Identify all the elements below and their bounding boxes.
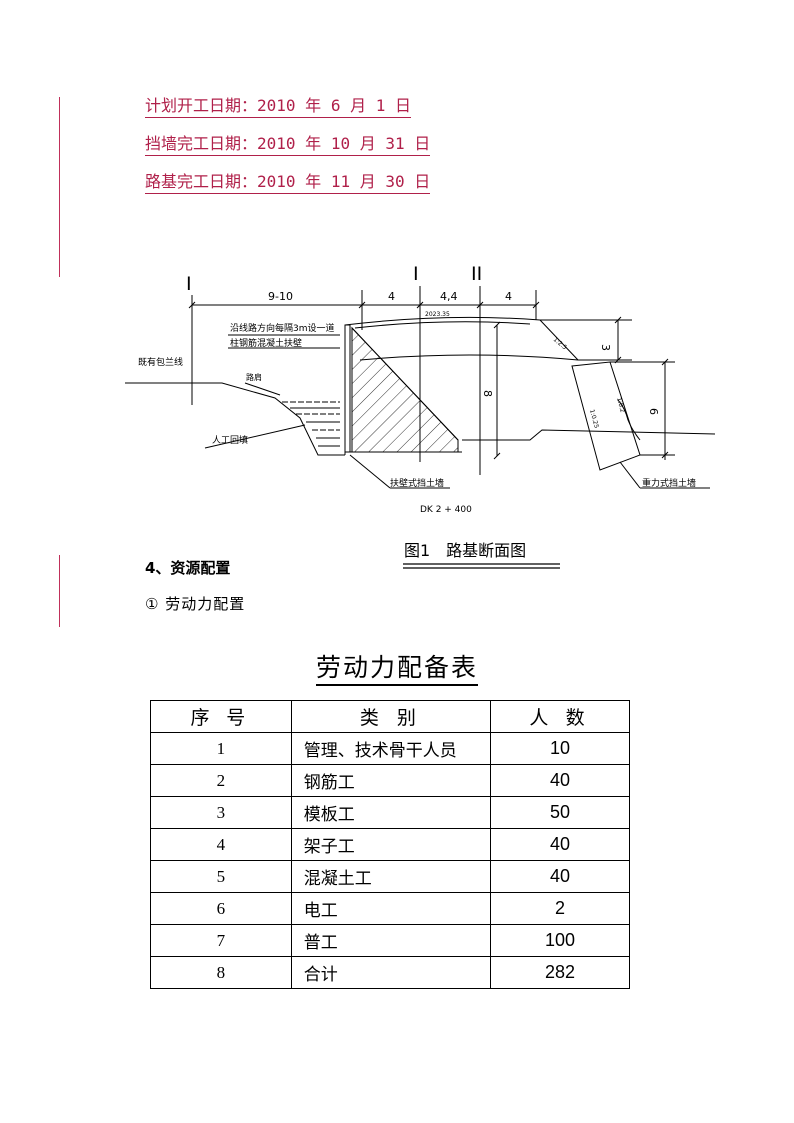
section-mark-center: I [413,263,419,285]
cell-count: 40 [490,828,630,861]
dim-label: 6 [647,408,660,415]
dim-label: 3 [599,344,612,351]
header-type: 类 别 [290,700,492,733]
cell-type: 管理、技术骨干人员 [290,732,492,765]
cell-no: 8 [150,956,292,989]
note-line-2: 柱钢筋混凝土扶壁 [230,337,302,349]
cell-count: 2 [490,892,630,925]
cell-no: 4 [150,828,292,861]
cell-type: 混凝土工 [290,860,492,893]
dim-label: 8 [481,390,494,397]
date-label: 路基完工日期： [145,172,258,191]
subgrade-cross-section-figure: I I II 9-10 4 4,4 4 3 8 6 2023.35 1:2.5 … [125,263,716,569]
date-label: 挡墙完工日期： [145,134,258,153]
slope-label: 1:2.5 [552,336,568,351]
cell-count: 40 [490,860,630,893]
section-mark-left: I [186,273,192,295]
table-row: 7 普工 100 [150,924,630,957]
cell-count: 50 [490,796,630,829]
cell-no: 7 [150,924,292,957]
cell-type: 合计 [290,956,492,989]
subgrade-finish-date: 路基完工日期：2010 年 11 月 30 日 [145,172,431,194]
cell-no: 3 [150,796,292,829]
cell-no: 6 [150,892,292,925]
cell-count: 282 [490,956,630,989]
dim-label: 4,4 [440,290,458,303]
figure-caption: 图1 路基断面图 [404,541,526,560]
labor-allocation-table: 序 号 类 别 人 数 1 管理、技术骨干人员 10 2 钢筋工 40 3 模板… [150,700,630,989]
note-line-1: 沿线路方向每隔3m设一道 [230,322,335,334]
gravity-wall-label: 重力式挡土墙 [642,477,696,489]
cell-no: 1 [150,732,292,765]
counterfort-wall-label: 扶壁式挡土墙 [390,477,444,489]
table-row: 5 混凝土工 40 [150,860,630,893]
level-label: 2023.35 [425,311,450,318]
date-label: 计划开工日期： [145,96,258,115]
table-title-text: 劳动力配备表 [315,653,478,686]
section-mark-right: II [471,263,482,285]
slope-label: 1:0.25 [588,409,600,430]
table-title: 劳动力配备表 [0,648,794,686]
cell-type: 钢筋工 [290,764,492,797]
cell-type: 电工 [290,892,492,925]
dim-label: 4 [505,290,512,303]
margin-bar-bottom [59,555,60,627]
table-row-total: 8 合计 282 [150,956,630,989]
wall-finish-date: 挡墙完工日期：2010 年 10 月 31 日 [145,134,431,156]
date-value: 2010 年 6 月 1 日 [257,96,411,115]
table-row: 4 架子工 40 [150,828,630,861]
table-row: 1 管理、技术骨干人员 10 [150,732,630,765]
table-row: 2 钢筋工 40 [150,764,630,797]
date-value: 2010 年 10 月 31 日 [257,134,431,153]
cell-no: 2 [150,764,292,797]
section-heading: 4、资源配置 [145,559,231,577]
header-no: 序 号 [150,700,292,733]
margin-bar-top [59,97,60,277]
cell-count: 40 [490,764,630,797]
table-row: 6 电工 2 [150,892,630,925]
cell-no: 5 [150,860,292,893]
cell-type: 模板工 [290,796,492,829]
dim-label: 4 [388,290,395,303]
station-label: DK 2 + 400 [420,505,472,515]
table-row: 3 模板工 50 [150,796,630,829]
slope-label: 1:0.2 [615,397,626,414]
dim-label: 9-10 [268,290,293,303]
cell-type: 普工 [290,924,492,957]
table-header-row: 序 号 类 别 人 数 [150,700,630,733]
existing-line-label: 既有包兰线 [138,356,183,368]
cell-count: 100 [490,924,630,957]
cell-count: 10 [490,732,630,765]
backfill-label: 人工回填 [212,434,248,446]
cell-type: 架子工 [290,828,492,861]
subsection-heading: ① 劳动力配置 [145,595,246,613]
planned-start-date: 计划开工日期：2010 年 6 月 1 日 [145,96,411,118]
date-value: 2010 年 11 月 30 日 [257,172,431,191]
header-count: 人 数 [490,700,630,733]
shoulder-label: 路肩 [246,372,262,382]
